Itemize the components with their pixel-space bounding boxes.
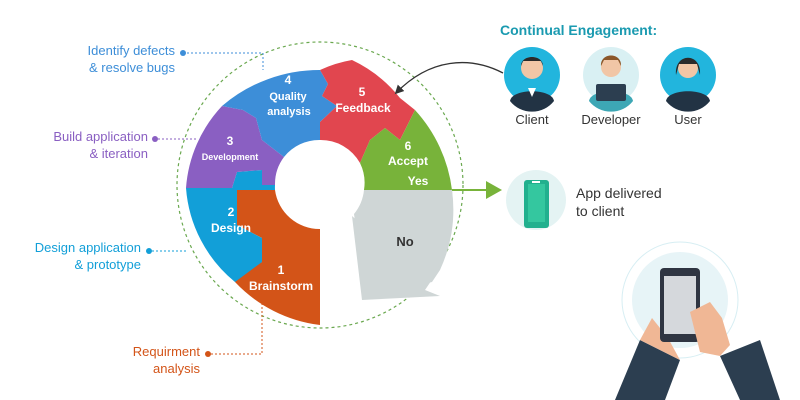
brainstorm-label: Brainstorm (249, 279, 313, 293)
engagement-to-feedback-arrow (394, 62, 504, 95)
segment-quality (222, 69, 337, 157)
engagement-title: Continual Engagement: (500, 22, 658, 38)
leader-dot-build (152, 136, 158, 142)
side-label-design-application: Design application & prototype (34, 240, 141, 272)
feedback-number: 5 (359, 85, 366, 99)
user-avatar-icon (660, 47, 716, 112)
outer-dashed-ring (176, 41, 464, 329)
hand-holding-phone-icon (615, 241, 780, 400)
segment-accept (360, 110, 452, 200)
accept-label: Accept (388, 154, 428, 168)
side-label-build: Build application & iteration (53, 129, 148, 161)
segment-design (186, 170, 275, 282)
yes-to-delivery-arrowhead (486, 181, 502, 199)
person-label-client: Client (515, 112, 549, 127)
person-label-developer: Developer (581, 112, 641, 127)
design-label: Design (211, 221, 251, 235)
quality-number: 4 (285, 73, 292, 87)
leader-dot-requirement (205, 351, 211, 357)
no-label: No (396, 234, 413, 249)
side-label-defects: Identify defects & resolve bugs (87, 43, 175, 75)
no-return-arrow (352, 190, 453, 300)
segment-feedback (320, 60, 415, 163)
leader-dot-design (146, 248, 152, 254)
phone-device-icon (506, 170, 566, 230)
leader-requirement (211, 300, 263, 355)
segment-brainstorm (235, 190, 320, 325)
feedback-label: Feedback (335, 101, 391, 115)
side-label-requirement: Requirment analysis (132, 344, 200, 376)
developer-avatar-icon (583, 47, 639, 112)
development-number: 3 (227, 134, 234, 148)
leader-dot-defects (180, 50, 186, 56)
development-label: Development (202, 152, 259, 162)
segment-development (186, 106, 284, 188)
accept-number: 6 (405, 139, 412, 153)
quality-label-line2: analysis (267, 106, 310, 118)
app-delivered-label: App delivered to client (576, 185, 662, 219)
client-avatar-icon (504, 47, 560, 112)
accept-yes-label: Yes (408, 174, 429, 188)
quality-label-line1: Quality (269, 91, 307, 103)
person-label-user: User (674, 112, 702, 127)
leader-defects (183, 52, 264, 70)
brainstorm-number: 1 (278, 263, 285, 277)
design-number: 2 (228, 205, 235, 219)
